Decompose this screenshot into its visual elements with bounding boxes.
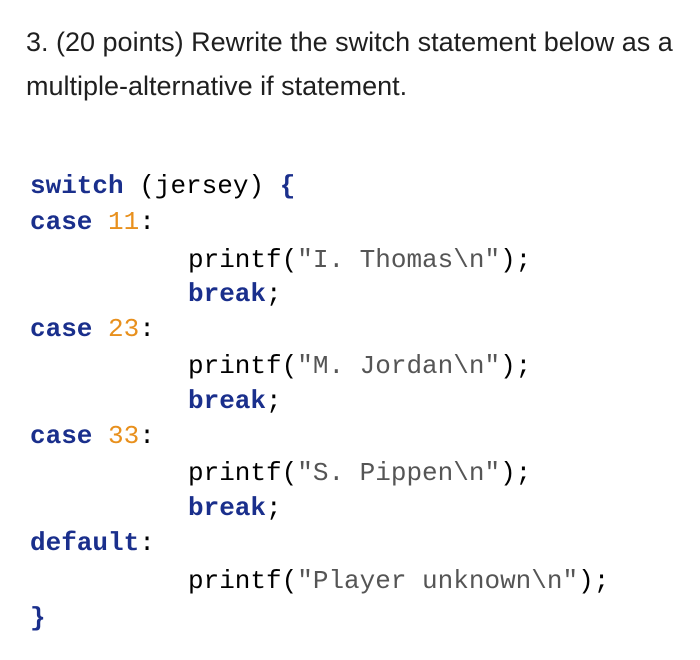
paren-open: (: [281, 351, 298, 381]
code-line-case: case 23:: [30, 311, 155, 347]
paren-open: (: [281, 458, 298, 488]
colon: :: [139, 314, 155, 344]
string-literal: "S. Pippen\n": [297, 458, 501, 488]
code-line-switch: switch (jersey) {: [30, 168, 295, 204]
keyword-switch: switch: [30, 171, 124, 201]
paren-open: (: [281, 566, 298, 596]
paren-open: (: [281, 245, 298, 275]
paren-close: );: [500, 351, 532, 381]
colon: :: [139, 421, 155, 451]
keyword-case: case: [30, 207, 93, 237]
printf-call: printf: [188, 566, 282, 596]
string-literal: "I. Thomas\n": [297, 245, 501, 275]
keyword-break: break: [188, 386, 267, 416]
paren-close: );: [500, 458, 532, 488]
code-line-break: break;: [188, 276, 282, 312]
semicolon: ;: [266, 279, 282, 309]
brace-close: }: [30, 603, 46, 633]
paren-open: (: [123, 171, 155, 201]
printf-call: printf: [188, 245, 282, 275]
string-literal: "Player unknown\n": [297, 566, 579, 596]
colon: :: [139, 207, 155, 237]
paren-close: );: [500, 245, 532, 275]
code-line-printf: printf("M. Jordan\n");: [188, 348, 531, 384]
code-line-default: default:: [30, 525, 155, 561]
keyword-case: case: [30, 314, 93, 344]
code-line-printf: printf("S. Pippen\n");: [188, 455, 531, 491]
code-line-case: case 33:: [30, 418, 155, 454]
string-literal: "M. Jordan\n": [297, 351, 501, 381]
case-value: 33: [108, 421, 140, 451]
paren-close: ): [248, 171, 280, 201]
code-line-brace-close: }: [30, 600, 46, 636]
keyword-default: default: [30, 528, 140, 558]
code-line-break: break;: [188, 383, 282, 419]
case-value: 11: [108, 207, 140, 237]
keyword-break: break: [188, 279, 267, 309]
colon: :: [139, 528, 155, 558]
printf-call: printf: [188, 458, 282, 488]
keyword-break: break: [188, 493, 267, 523]
case-value: 23: [108, 314, 140, 344]
keyword-case: case: [30, 421, 93, 451]
printf-call: printf: [188, 351, 282, 381]
semicolon: ;: [266, 386, 282, 416]
semicolon: ;: [266, 493, 282, 523]
code-line-break: break;: [188, 490, 282, 526]
code-line-printf: printf("Player unknown\n");: [188, 563, 609, 599]
code-line-printf: printf("I. Thomas\n");: [188, 242, 531, 278]
switch-variable: jersey: [154, 171, 249, 201]
brace-open: {: [279, 171, 296, 201]
code-line-case: case 11:: [30, 204, 155, 240]
question-text: 3. (20 points) Rewrite the switch statem…: [26, 27, 673, 101]
paren-close: );: [578, 566, 610, 596]
